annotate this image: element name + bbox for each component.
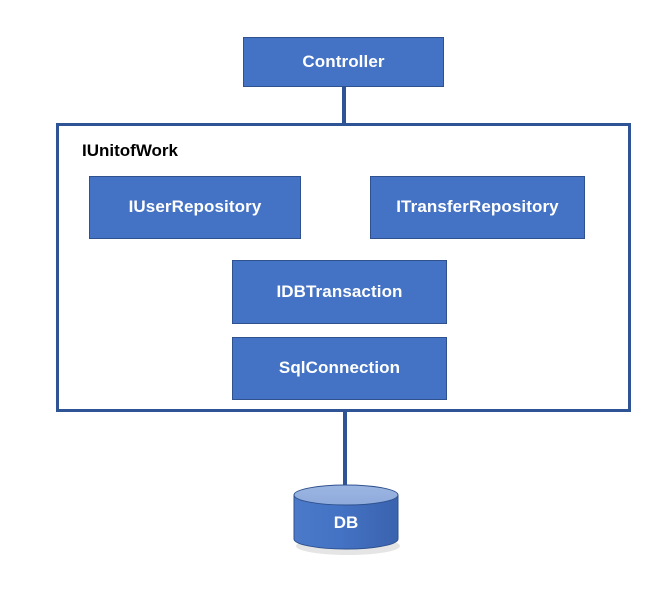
node-idbtransaction[interactable]: IDBTransaction xyxy=(232,260,447,324)
connector-unitofwork-to-database xyxy=(343,412,347,492)
node-database[interactable]: DB xyxy=(290,482,402,556)
connector-controller-to-unitofwork xyxy=(342,87,346,125)
node-idbtransaction-label: IDBTransaction xyxy=(276,281,403,301)
container-iunitofwork-label: IUnitofWork xyxy=(82,141,179,160)
node-itransferrepository-label: ITransferRepository xyxy=(396,197,559,217)
database-cylinder-icon xyxy=(293,484,400,555)
node-itransferrepository[interactable]: ITransferRepository xyxy=(370,176,585,239)
node-sqlconnection-label: SqlConnection xyxy=(278,358,401,378)
node-controller[interactable]: Controller xyxy=(243,37,444,87)
node-iuserrepository-label: IUserRepository xyxy=(128,197,262,217)
node-controller-label: Controller xyxy=(302,51,385,71)
node-iuserrepository[interactable]: IUserRepository xyxy=(89,176,301,239)
node-sqlconnection[interactable]: SqlConnection xyxy=(232,337,447,400)
